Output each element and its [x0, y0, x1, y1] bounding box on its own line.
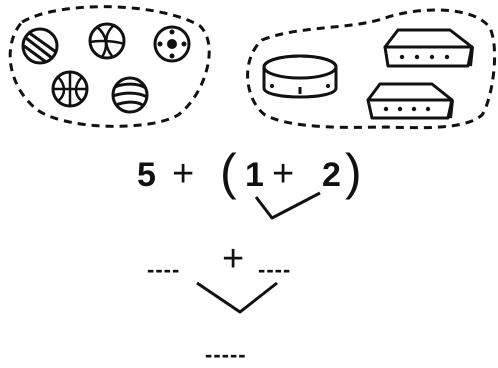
plus-sign-first: +	[172, 153, 194, 196]
plus-sign-second: +	[272, 153, 294, 196]
step-plus-sign: +	[222, 238, 244, 281]
number-two: 2	[322, 156, 341, 195]
ball-striped-icon	[23, 29, 57, 63]
answer-blank-right[interactable]: ----	[258, 257, 291, 283]
answer-blank-left[interactable]: ----	[147, 257, 180, 283]
close-parenthesis: )	[345, 143, 362, 201]
ball-banded-icon	[113, 78, 147, 112]
block-bottom-icon	[368, 84, 452, 118]
block-top-icon	[385, 30, 472, 66]
answer-blank-result[interactable]: -----	[205, 342, 247, 368]
open-parenthesis: (	[220, 143, 237, 201]
ball-basketball-icon	[53, 72, 87, 106]
number-five: 5	[137, 156, 156, 195]
round-box-icon	[264, 56, 336, 97]
number-one: 1	[245, 156, 264, 195]
sum-bracket-bottom	[197, 283, 277, 312]
sum-bracket-top	[256, 193, 320, 218]
ball-volleyball-icon	[90, 24, 124, 58]
ball-dotted-icon	[155, 27, 189, 61]
